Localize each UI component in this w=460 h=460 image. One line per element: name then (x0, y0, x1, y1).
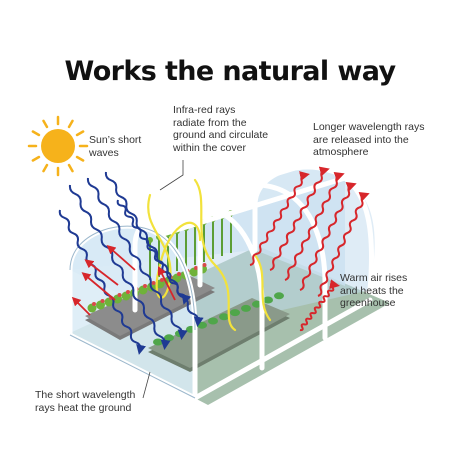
label-short-wavelength: The short wavelength rays heat the groun… (35, 389, 136, 414)
label-infrared-rays: Infra-red rays radiate from the ground a… (173, 104, 269, 154)
label-longer-wavelength: Longer wavelength rays are released into… (313, 121, 425, 158)
greenhouse-icon (67, 164, 390, 405)
label-sun-short-waves: Sun’s short waves (89, 134, 142, 159)
label-warm-air: Warm air rises and heats the greenhouse (340, 272, 408, 309)
page-title: Works the natural way (64, 56, 396, 87)
sun-icon (27, 115, 89, 177)
